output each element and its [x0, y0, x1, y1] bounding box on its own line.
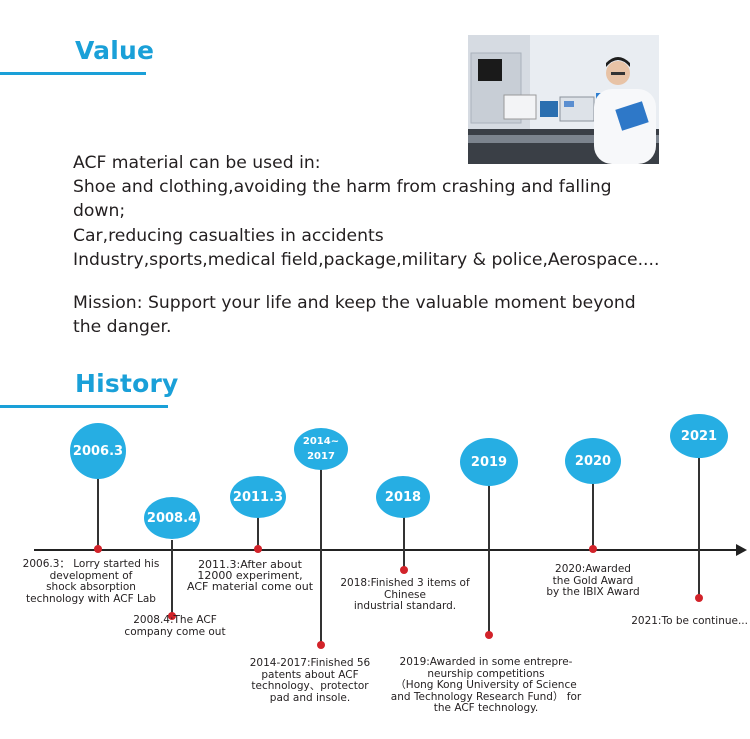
- value-line: Shoe and clothing,avoiding the harm from…: [73, 177, 612, 198]
- timeline-dot: [254, 545, 262, 553]
- year-badge-2008-4: 2008.4: [144, 497, 200, 539]
- timeline-stem: [97, 470, 99, 549]
- year-badge-2011-3: 2011.3: [230, 476, 286, 518]
- history-underline: [0, 405, 168, 408]
- value-underline: [0, 72, 146, 75]
- lab-photo: [468, 35, 659, 164]
- timeline-stem: [403, 512, 405, 570]
- timeline-stem: [257, 512, 259, 549]
- timeline-dot: [695, 594, 703, 602]
- value-body: ACF material can be used in: Shoe and cl…: [73, 151, 713, 339]
- timeline-stem: [488, 480, 490, 635]
- year-badge-2018: 2018: [376, 476, 430, 518]
- event-text-2014-2017: 2014-2017:Finished 56 patents about ACF …: [249, 657, 371, 704]
- year-badge-2019: 2019: [460, 438, 518, 486]
- timeline-dot: [485, 631, 493, 639]
- timeline-dot: [317, 641, 325, 649]
- event-text-2008-4: 2008.4:The ACF company come out: [124, 614, 226, 638]
- timeline-stem: [698, 450, 700, 598]
- event-text-2018: 2018:Finished 3 items of Chinese industr…: [340, 577, 470, 612]
- mission-line: Mission: Support your life and keep the …: [73, 293, 636, 314]
- timeline-arrow-icon: [736, 544, 747, 556]
- value-line: Car,reducing casualties in accidents: [73, 225, 384, 246]
- event-text-2006-3: 2006.3： Lorry started his development of…: [22, 558, 160, 605]
- value-heading: Value: [75, 36, 155, 65]
- timeline-stem: [171, 540, 173, 615]
- timeline-dot: [168, 612, 176, 620]
- year-badge-2014-2017: 2014~2017: [294, 428, 348, 470]
- timeline-dot: [400, 566, 408, 574]
- timeline-axis: [34, 549, 740, 551]
- mission-line: the danger.: [73, 317, 172, 338]
- event-text-2019: 2019:Awarded in some entrepre- neurship …: [390, 656, 582, 714]
- history-heading: History: [75, 369, 179, 398]
- value-intro: ACF material can be used in:: [73, 153, 321, 173]
- timeline-stem: [592, 480, 594, 549]
- year-badge-2021: 2021: [670, 414, 728, 458]
- timeline-dot: [94, 545, 102, 553]
- timeline-dot: [589, 545, 597, 553]
- value-line: Industry,sports,medical field,package,mi…: [73, 249, 660, 270]
- event-text-2011-3: 2011.3:After about 12000 experiment, ACF…: [186, 558, 314, 593]
- year-badge-2020: 2020: [565, 438, 621, 484]
- year-badge-2006-3: 2006.3: [70, 423, 126, 479]
- timeline-stem: [320, 460, 322, 646]
- value-line: down;: [73, 201, 126, 222]
- event-text-2020: 2020:Awarded the Gold Award by the IBIX …: [546, 563, 640, 598]
- event-text-2021: 2021:To be continue...: [631, 615, 748, 627]
